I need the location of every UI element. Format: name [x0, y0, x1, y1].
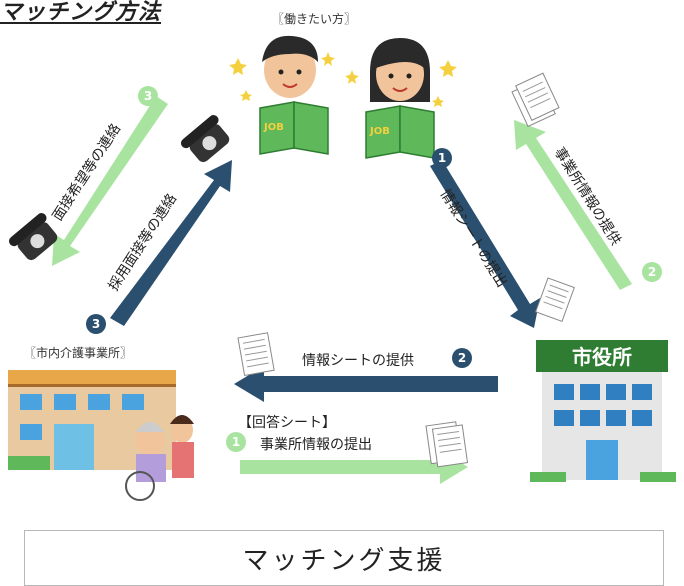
document-icon [511, 72, 560, 128]
telephone-icon [180, 115, 230, 163]
telephone-icon [8, 213, 58, 261]
arrow-info-sheet-provide [234, 366, 498, 402]
flow-label-facility-info-submit: 事業所情報の提出 [260, 437, 372, 453]
step-3-badge: 3 [86, 314, 106, 334]
book-text-girl: JOB [369, 126, 390, 137]
book-text-boy: JOB [263, 122, 284, 133]
matching-support-box: マッチング支援 [24, 530, 664, 586]
step-1-badge: 1 [432, 148, 452, 168]
arrow-facility-info-provide [514, 120, 632, 290]
arrow-facility-info-submit [240, 450, 468, 484]
step-1-badge: 1 [226, 432, 246, 452]
document-icon [237, 332, 275, 377]
diagram-title: マッチング方法 [0, 0, 162, 25]
document-icon [535, 277, 575, 323]
step-2-badge: 2 [452, 348, 472, 368]
arrow-interview-request [52, 96, 168, 266]
step-2-badge: 2 [642, 262, 662, 282]
facility-label: 〖市内介護事業所〗 [24, 346, 133, 360]
care-facility-illustration [8, 370, 194, 501]
arrow-info-sheet-submit [430, 160, 540, 328]
city-hall-illustration: 市役所 [530, 340, 676, 482]
step-3-badge: 3 [138, 86, 158, 106]
answer-sheet-header: 【回答シート】 [238, 415, 336, 431]
worker-girl-illustration: JOB [345, 38, 457, 159]
worker-boy-illustration: JOB [229, 35, 335, 155]
workers-label: 〖働きたい方〗 [272, 12, 357, 26]
flow-label-info-sheet-provide: 情報シートの提供 [302, 353, 414, 369]
arrow-interview-contact [110, 160, 232, 326]
document-icon [425, 421, 469, 468]
city-hall-sign: 市役所 [572, 345, 632, 369]
